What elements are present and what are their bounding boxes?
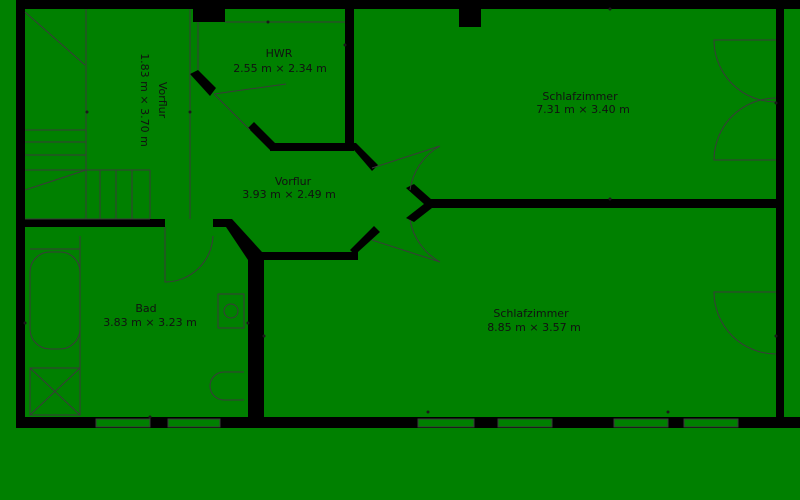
outer-wall-right — [776, 0, 784, 428]
room-dim-vorflur-center: 3.93 m × 2.49 m — [242, 188, 336, 201]
dot — [23, 321, 27, 325]
wall-pillar-top-right — [459, 0, 481, 27]
dot — [188, 110, 192, 114]
wall-bedrooms-divider — [428, 199, 784, 208]
wall-hwr-diag-top — [190, 70, 216, 96]
window-bottom — [167, 418, 221, 428]
dot — [426, 410, 430, 414]
dot — [608, 197, 612, 201]
window-bottom — [613, 418, 669, 428]
wall-pillar-top-left — [193, 0, 225, 22]
shower-diag — [29, 367, 81, 416]
door-hwr-leaf — [213, 83, 287, 95]
wall-hwr-bedroom-corner — [348, 143, 378, 171]
stair-diag-lower — [24, 169, 87, 191]
dot — [148, 415, 152, 419]
room-name-bad: Bad — [135, 302, 156, 315]
dot — [666, 410, 670, 414]
room-name-schlafzimmer-1: Schlafzimmer — [542, 90, 618, 103]
door-bedroom2-right — [713, 291, 777, 355]
wall-hwr-bottom — [270, 143, 354, 151]
dot — [85, 110, 89, 114]
windows — [95, 418, 739, 428]
doors — [164, 39, 777, 355]
measurement-dots — [23, 7, 778, 419]
dot — [774, 334, 778, 338]
dot — [262, 334, 266, 338]
dot — [246, 321, 250, 325]
wall-bath-right — [248, 252, 264, 417]
sink — [217, 293, 245, 329]
dot — [608, 7, 612, 11]
room-name-vorflur-left: Vorflur — [156, 82, 169, 119]
shower-tray — [29, 367, 81, 416]
room-name-schlafzimmer-2: Schlafzimmer — [493, 307, 569, 320]
toilet — [209, 371, 244, 401]
door-bedroom1-right-bottom — [713, 97, 777, 161]
dot — [266, 20, 270, 24]
room-dim-bad: 3.83 m × 3.23 m — [103, 316, 197, 329]
door-hwr-swing — [213, 93, 251, 131]
room-dim-schlafzimmer-1: 7.31 m × 3.40 m — [536, 103, 630, 116]
window-bottom — [417, 418, 475, 428]
window-bottom — [683, 418, 739, 428]
room-dim-vorflur-left: 1.83 m × 3.70 m — [138, 53, 151, 147]
wall-hwr-right — [345, 0, 354, 150]
walls — [16, 0, 800, 428]
wall-bedroom-wedge — [406, 184, 432, 222]
dot — [343, 43, 347, 47]
room-name-hwr: HWR — [266, 47, 293, 60]
door-bedroom1-right-top — [713, 39, 777, 103]
interior-lines — [24, 9, 345, 416]
door-bath — [164, 227, 214, 283]
window-bottom — [497, 418, 553, 428]
dot — [774, 101, 778, 105]
outer-wall-bottom — [16, 417, 800, 428]
wall-bath-diag — [213, 219, 262, 260]
outer-wall-top — [16, 0, 800, 9]
room-name-vorflur-center: Vorflur — [275, 175, 312, 188]
room-labels: HWR 2.55 m × 2.34 m Vorflur 1.83 m × 3.7… — [103, 47, 630, 334]
door-bedroom1-upper — [371, 145, 441, 191]
stair-diag — [24, 11, 86, 66]
door-bedroom2-lower — [371, 219, 441, 263]
wall-hwr-diag-bottom — [248, 122, 276, 150]
room-dim-hwr: 2.55 m × 2.34 m — [233, 62, 327, 75]
wall-bath-top — [25, 219, 165, 227]
wall-hallway-corner — [350, 226, 380, 252]
sink-basin — [223, 303, 239, 319]
wall-hallway-bottom — [248, 252, 358, 260]
room-dim-schlafzimmer-2: 8.85 m × 3.57 m — [487, 321, 581, 334]
outer-wall-left — [16, 0, 25, 428]
window-bottom — [95, 418, 151, 428]
